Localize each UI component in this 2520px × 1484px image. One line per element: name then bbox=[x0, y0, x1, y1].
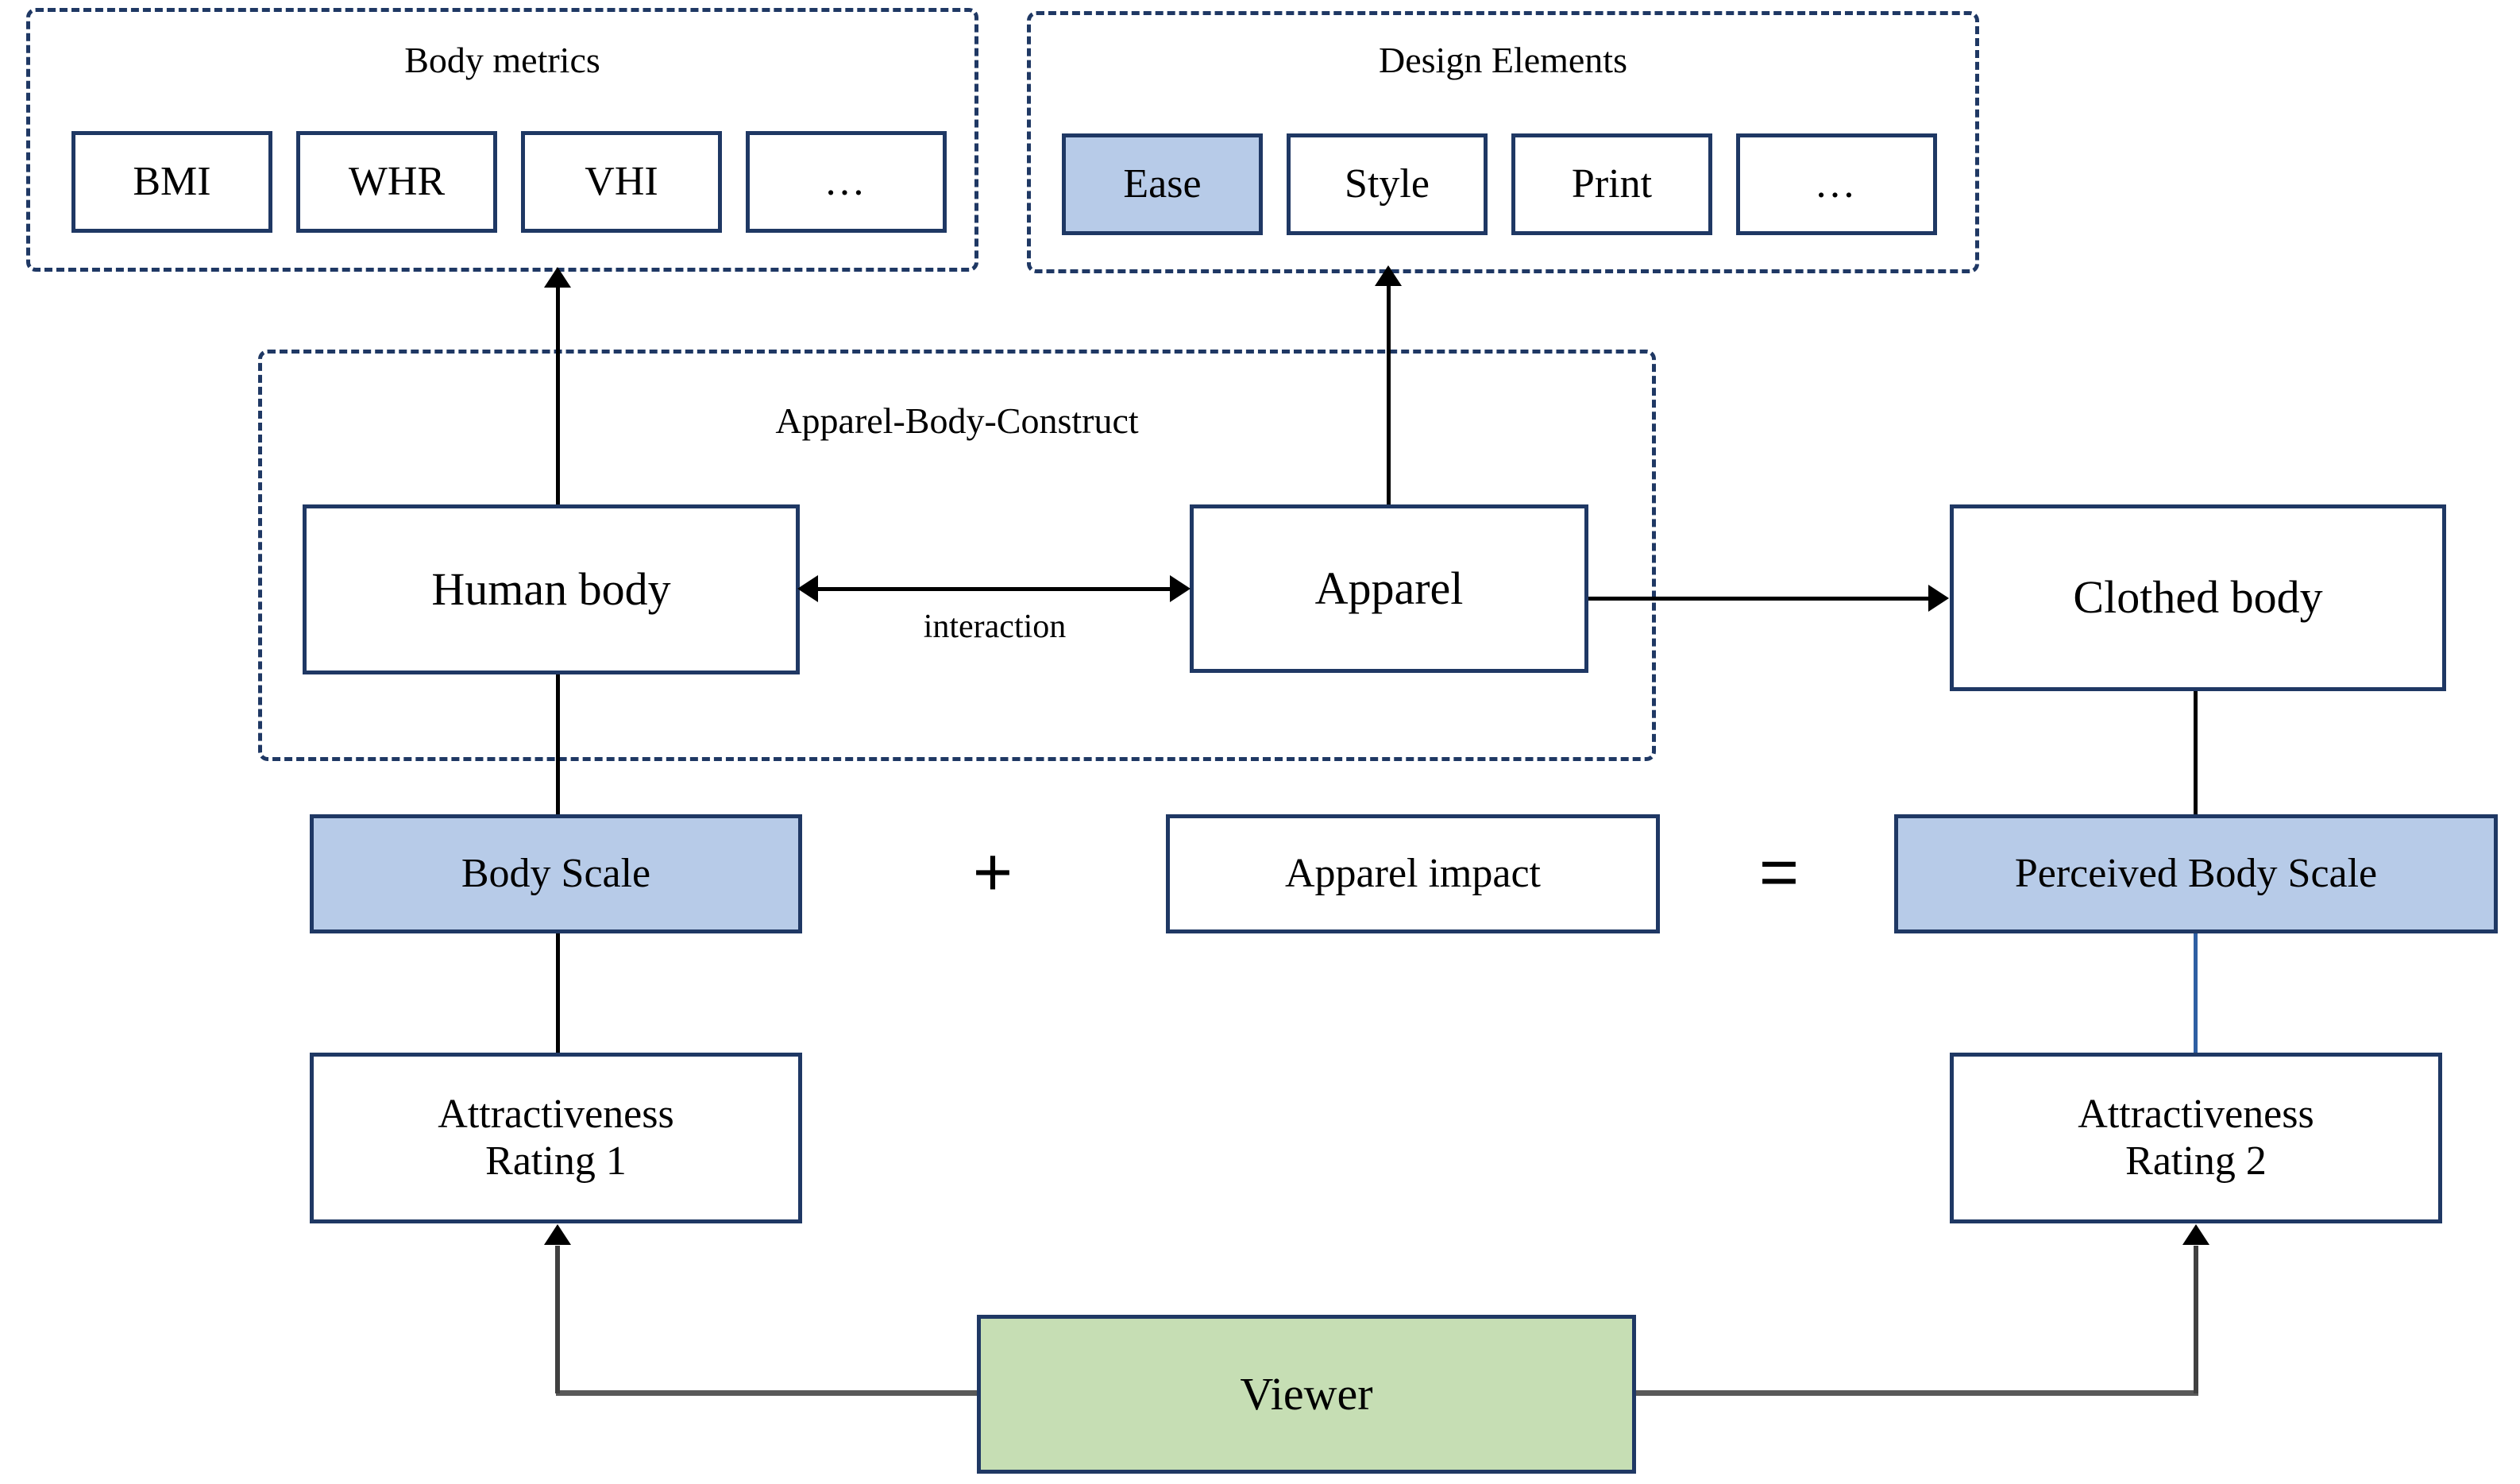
chip-body-metrics-more-label: … bbox=[824, 158, 869, 204]
connector-viewer-to-rating2-horizontal bbox=[1633, 1390, 2198, 1396]
arrowhead-to-bodymetrics bbox=[544, 267, 571, 288]
node-attractiveness-rating-1-line1: Attractiveness bbox=[438, 1092, 674, 1138]
node-body-scale-label: Body Scale bbox=[461, 850, 651, 896]
connector-humanbody-to-bodymetrics bbox=[556, 270, 560, 508]
connector-viewer-to-rating2-vertical bbox=[2194, 1246, 2198, 1393]
chip-design-elements-more-label: … bbox=[1814, 160, 1859, 207]
node-apparel-impact[interactable]: Apparel impact bbox=[1166, 814, 1660, 933]
chip-whr-label: WHR bbox=[348, 158, 446, 204]
operator-plus: + bbox=[972, 834, 1013, 910]
node-apparel-impact-label: Apparel impact bbox=[1285, 850, 1541, 896]
node-attractiveness-rating-2-line1: Attractiveness bbox=[2078, 1092, 2314, 1138]
node-viewer[interactable]: Viewer bbox=[977, 1315, 1636, 1474]
connector-apparel-to-clothedbody bbox=[1588, 597, 1930, 601]
connector-bodyscale-to-rating1 bbox=[556, 933, 560, 1054]
arrowhead-interaction-left bbox=[797, 575, 818, 602]
node-human-body[interactable]: Human body bbox=[303, 504, 800, 674]
node-attractiveness-rating-1-line2: Rating 1 bbox=[485, 1138, 627, 1184]
chip-style[interactable]: Style bbox=[1287, 133, 1488, 235]
operator-equals: = bbox=[1758, 834, 1800, 910]
arrowhead-to-designelements bbox=[1375, 265, 1402, 286]
chip-vhi-label: VHI bbox=[585, 158, 658, 204]
node-attractiveness-rating-2[interactable]: Attractiveness Rating 2 bbox=[1950, 1053, 2442, 1223]
chip-ease[interactable]: Ease bbox=[1062, 133, 1263, 235]
connector-clothedbody-to-perceivedbodyscale bbox=[2194, 691, 2198, 817]
node-clothed-body[interactable]: Clothed body bbox=[1950, 504, 2446, 691]
node-body-scale[interactable]: Body Scale bbox=[310, 814, 802, 933]
node-apparel[interactable]: Apparel bbox=[1190, 504, 1588, 673]
node-viewer-label: Viewer bbox=[1240, 1367, 1373, 1420]
chip-bmi-label: BMI bbox=[133, 158, 211, 204]
node-human-body-label: Human body bbox=[431, 562, 671, 615]
connector-humanbody-to-bodyscale bbox=[556, 674, 560, 817]
chip-whr[interactable]: WHR bbox=[296, 131, 497, 233]
arrowhead-to-rating1 bbox=[544, 1224, 571, 1245]
chip-print-label: Print bbox=[1571, 160, 1653, 207]
group-body-metrics-title: Body metrics bbox=[404, 40, 600, 80]
node-perceived-body-scale[interactable]: Perceived Body Scale bbox=[1894, 814, 2498, 933]
node-attractiveness-rating-2-line2: Rating 2 bbox=[2125, 1138, 2267, 1184]
group-apparel-body-construct: Apparel-Body-Construct bbox=[258, 350, 1656, 761]
arrowhead-to-clothedbody bbox=[1928, 585, 1949, 612]
connector-interaction-line bbox=[818, 587, 1171, 591]
edge-label-interaction: interaction bbox=[923, 609, 1067, 645]
connector-viewer-to-rating1-horizontal bbox=[556, 1390, 980, 1396]
chip-body-metrics-more[interactable]: … bbox=[746, 131, 947, 233]
arrowhead-to-rating2 bbox=[2182, 1224, 2209, 1245]
connector-apparel-to-designelements bbox=[1387, 269, 1391, 508]
connector-viewer-to-rating1-vertical bbox=[555, 1246, 560, 1393]
arrowhead-interaction-right bbox=[1170, 575, 1191, 602]
node-apparel-label: Apparel bbox=[1314, 562, 1464, 614]
chip-bmi[interactable]: BMI bbox=[71, 131, 272, 233]
group-design-elements-title: Design Elements bbox=[1379, 40, 1627, 80]
node-clothed-body-label: Clothed body bbox=[2073, 571, 2323, 624]
group-body-metrics: Body metrics bbox=[26, 8, 978, 272]
chip-design-elements-more[interactable]: … bbox=[1736, 133, 1937, 235]
node-perceived-body-scale-label: Perceived Body Scale bbox=[2014, 850, 2378, 896]
connector-perceivedbodyscale-to-rating2 bbox=[2194, 933, 2198, 1054]
group-apparel-body-construct-title: Apparel-Body-Construct bbox=[775, 400, 1139, 441]
chip-print[interactable]: Print bbox=[1511, 133, 1712, 235]
chip-style-label: Style bbox=[1345, 160, 1430, 207]
group-design-elements: Design Elements bbox=[1027, 11, 1979, 273]
node-attractiveness-rating-1[interactable]: Attractiveness Rating 1 bbox=[310, 1053, 802, 1223]
chip-vhi[interactable]: VHI bbox=[521, 131, 722, 233]
chip-ease-label: Ease bbox=[1123, 160, 1202, 207]
